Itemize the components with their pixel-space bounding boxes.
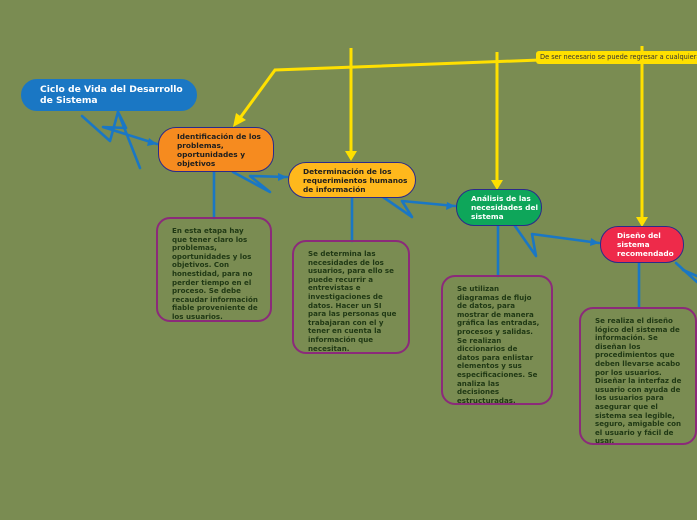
note-text: Se realiza el diseño lógico del sistema … — [595, 316, 682, 446]
stage-label: Determinación de los requerimientos huma… — [303, 166, 408, 194]
stage-note-identification: En esta etapa hay que tener claro los pr… — [156, 217, 272, 322]
stage-label: Diseño del sistema recomendado — [617, 231, 674, 258]
stage-node-analysis[interactable]: Análisis de las necesidades del sistema — [456, 189, 542, 226]
note-text: En esta etapa hay que tener claro los pr… — [172, 226, 258, 321]
stage-note-requirements: Se determina las necesidades de los usua… — [292, 240, 410, 354]
note-text: Se determina las necesidades de los usua… — [308, 249, 397, 353]
stage-note-analysis: Se utilizan diagramas de flujo de datos,… — [441, 275, 553, 405]
feedback-arrowheads — [233, 113, 648, 227]
stage-note-design: Se realiza el diseño lógico del sistema … — [579, 307, 697, 445]
feedback-line — [238, 58, 697, 119]
root-title: Ciclo de Vida del Desarrollo de Sistema — [40, 84, 183, 106]
stage-node-identification[interactable]: Identificación de los problemas, oportun… — [158, 127, 274, 172]
feedback-banner-text: De ser necesario se puede regresar a cua… — [540, 53, 697, 61]
stage-label: Análisis de las necesidades del sistema — [471, 194, 538, 221]
stage-node-design[interactable]: Diseño del sistema recomendado — [600, 226, 684, 263]
feedback-banner[interactable]: De ser necesario se puede regresar a cua… — [536, 51, 697, 64]
note-text: Se utilizan diagramas de flujo de datos,… — [457, 284, 540, 405]
stage-node-requirements[interactable]: Determinación de los requerimientos huma… — [288, 162, 416, 198]
root-node[interactable]: Ciclo de Vida del Desarrollo de Sistema — [21, 79, 197, 111]
stage-label: Identificación de los problemas, oportun… — [177, 131, 261, 168]
